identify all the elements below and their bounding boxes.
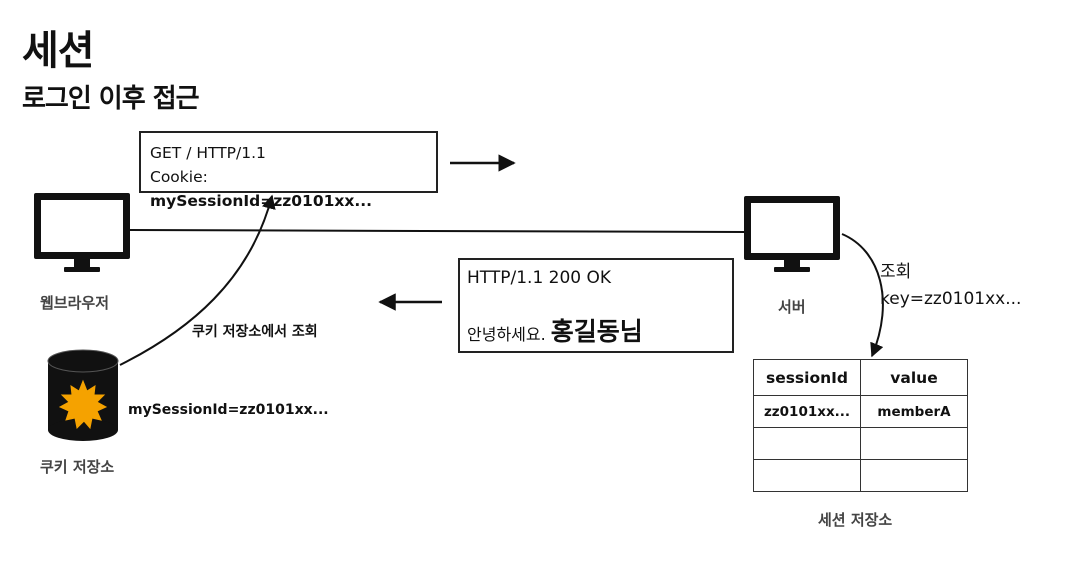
- column-header-sessionid: sessionId: [753, 359, 861, 396]
- table-cell: [753, 427, 861, 460]
- server-lookup-text: 조회 key=zz0101xx...: [880, 259, 1021, 313]
- table-row: zz0101xx... memberA: [753, 395, 968, 428]
- session-store-label: 세션 저장소: [818, 511, 893, 529]
- table-cell: [860, 427, 968, 460]
- response-body: 안녕하세요. 홍길동님: [467, 312, 725, 348]
- request-line: GET / HTTP/1.1: [150, 144, 266, 162]
- cookie-header: Cookie: mySessionId=zz0101xx...: [150, 165, 427, 213]
- server-monitor-icon: [744, 196, 840, 272]
- server-lookup-line2: key=zz0101xx...: [880, 289, 1022, 309]
- http-response-box: HTTP/1.1 200 OK 안녕하세요. 홍길동님: [458, 258, 734, 353]
- session-lookup-arrow: [841, 233, 884, 358]
- sun-icon: [58, 379, 108, 430]
- table-row: [753, 427, 968, 460]
- browser-monitor-icon: [34, 193, 130, 272]
- response-username: 홍길동님: [550, 317, 643, 346]
- connection-line: [129, 228, 746, 234]
- database-cylinder-icon: [47, 349, 119, 441]
- response-status: HTTP/1.1 200 OK: [467, 268, 612, 288]
- cookie-header-label: Cookie:: [150, 168, 208, 186]
- server-label: 서버: [778, 298, 806, 316]
- cookie-store-label: 쿠키 저장소: [40, 458, 115, 476]
- table-cell: memberA: [860, 395, 968, 428]
- browser-label: 웹브라우저: [40, 294, 110, 312]
- response-greeting: 안녕하세요.: [467, 325, 551, 344]
- cookie-lookup-label: 쿠키 저장소에서 조회: [192, 324, 318, 340]
- table-header-row: sessionId value: [753, 359, 968, 396]
- session-store-table: sessionId value zz0101xx... memberA: [753, 359, 968, 492]
- cookie-lookup-arrow: [119, 194, 276, 366]
- table-row: [753, 459, 968, 492]
- table-cell: [860, 459, 968, 492]
- table-cell: zz0101xx...: [753, 395, 861, 428]
- server-lookup-line1: 조회: [880, 262, 912, 282]
- column-header-value: value: [860, 359, 968, 396]
- cookie-header-value: mySessionId=zz0101xx...: [150, 192, 373, 210]
- http-request-box: GET / HTTP/1.1 Cookie: mySessionId=zz010…: [139, 131, 438, 210]
- table-cell: [753, 459, 861, 492]
- page-subtitle: 로그인 이후 접근: [22, 84, 200, 114]
- page-title: 세션: [22, 28, 95, 74]
- cookie-store-value: mySessionId=zz0101xx...: [128, 402, 329, 418]
